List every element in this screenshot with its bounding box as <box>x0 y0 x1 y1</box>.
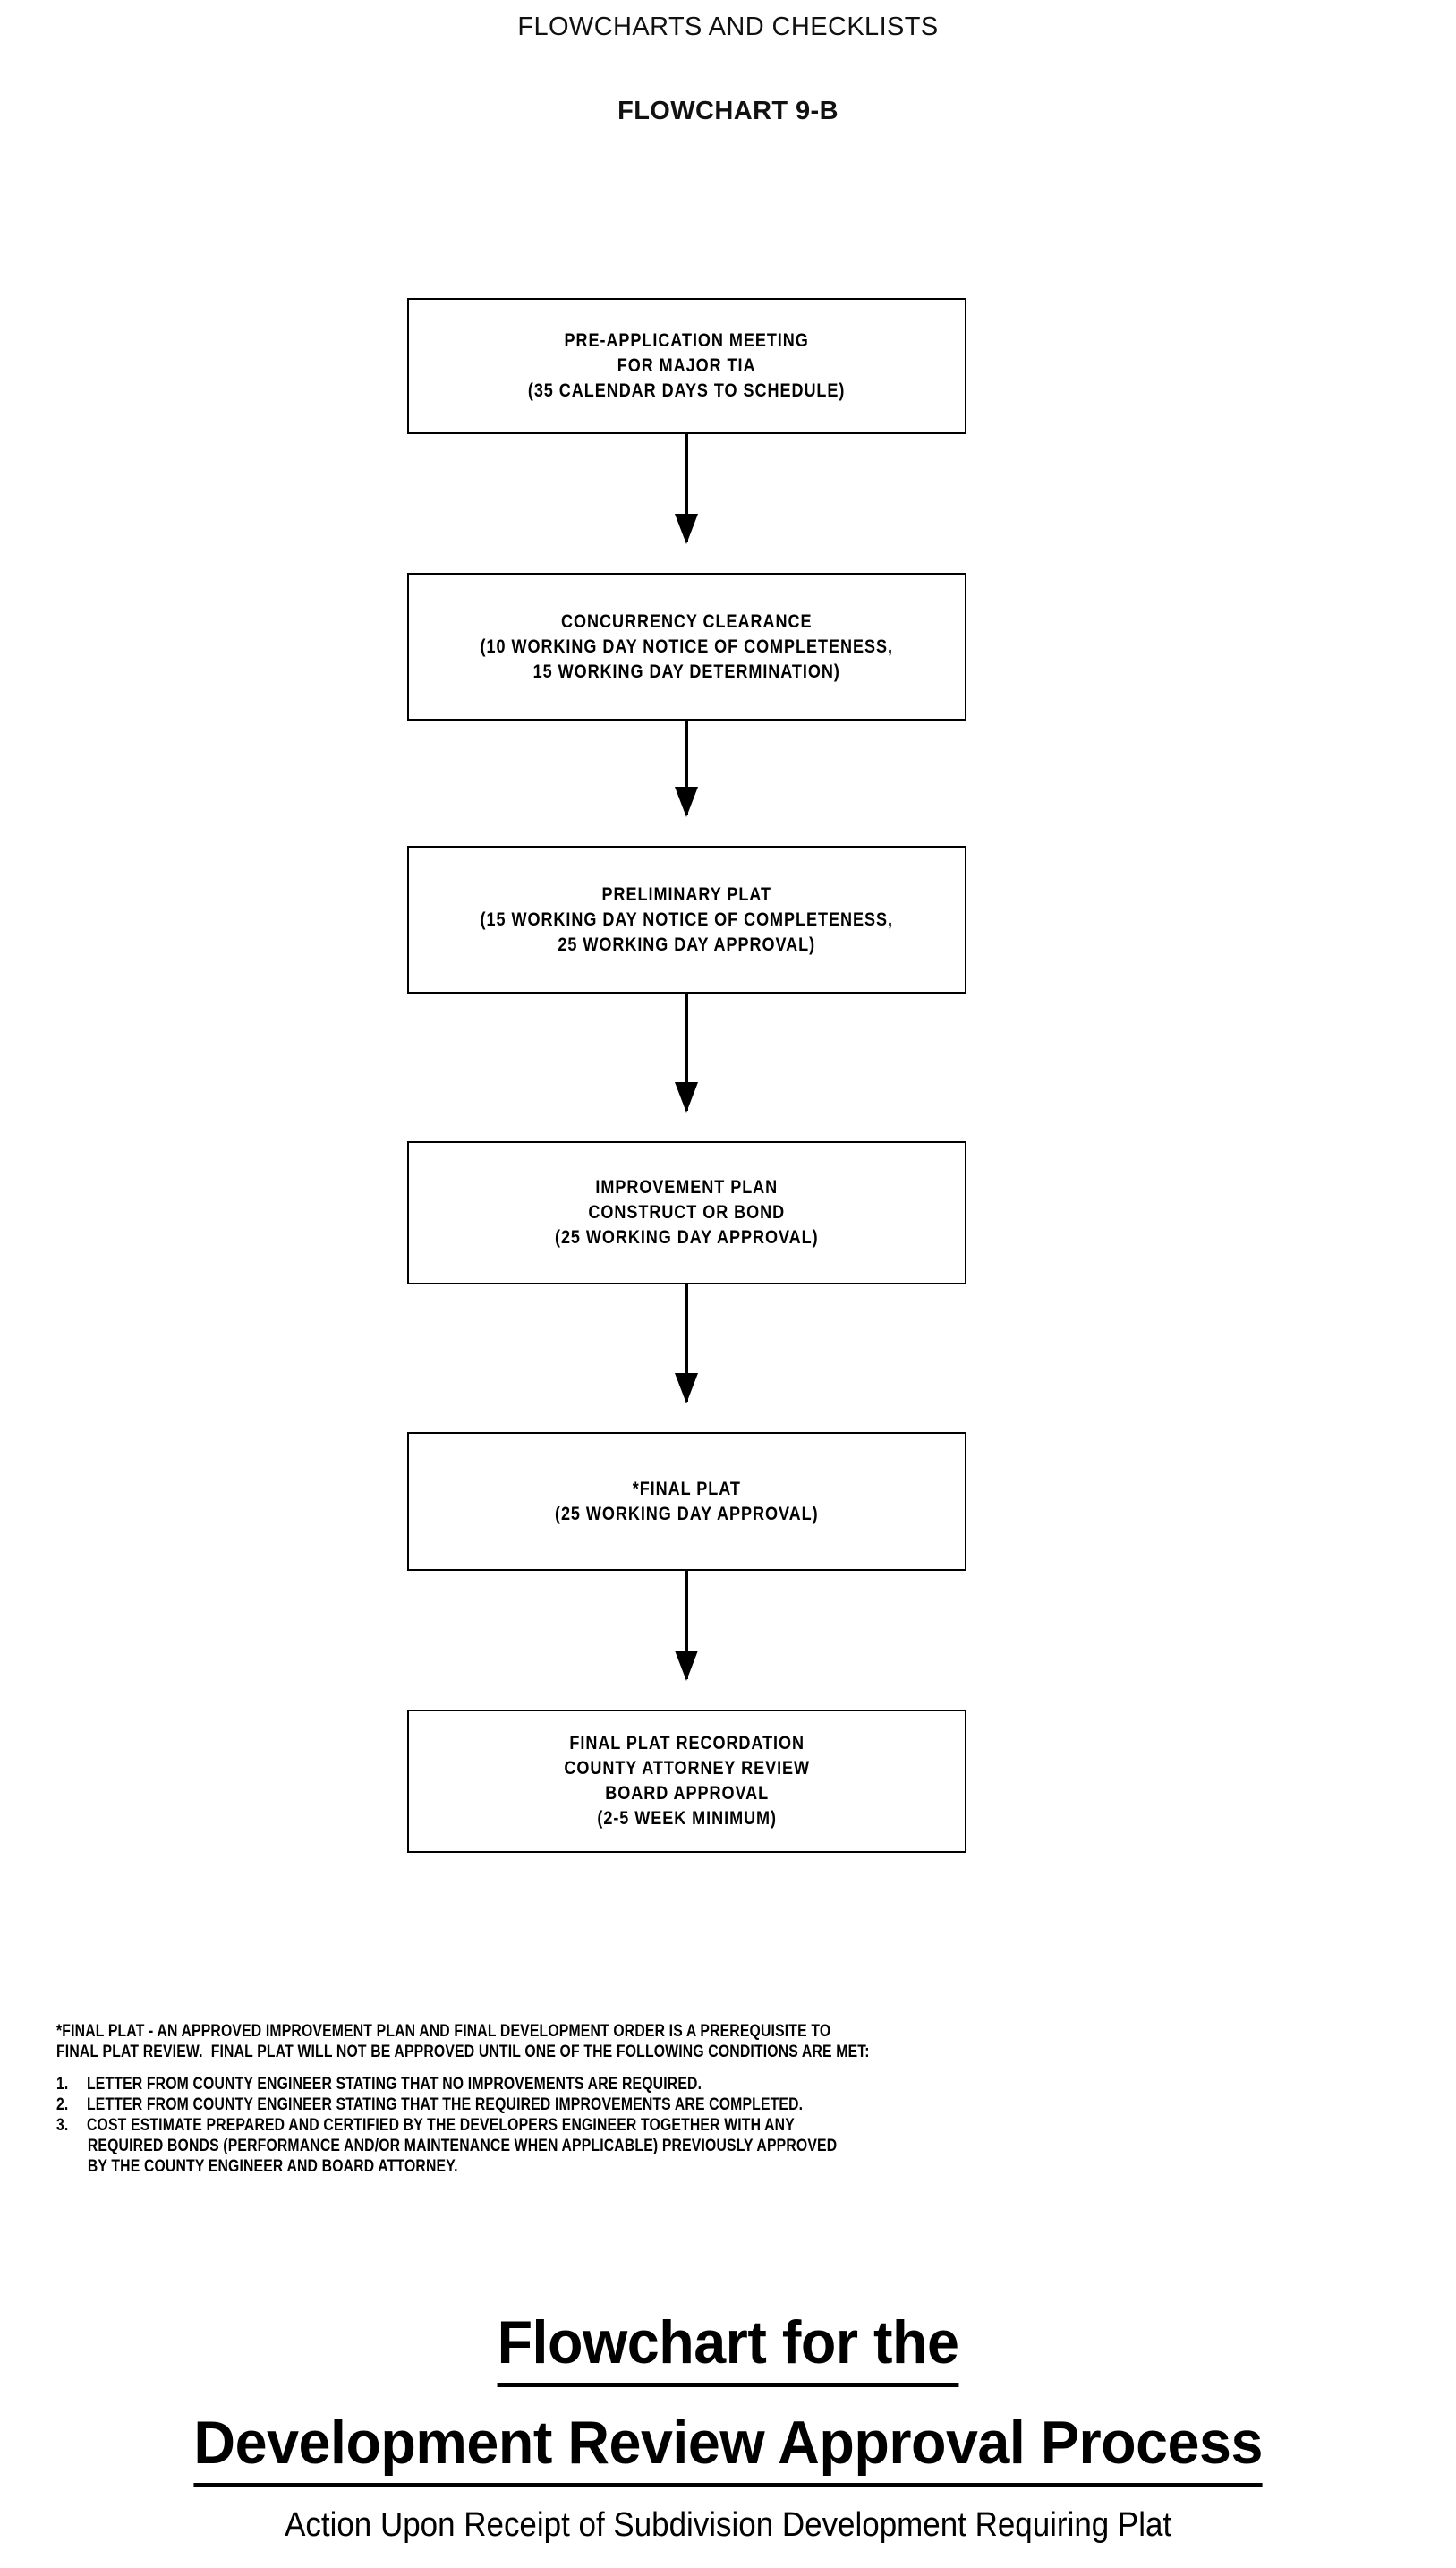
footnote-list-item: 3. COST ESTIMATE PREPARED AND CERTIFIED … <box>56 2115 1417 2136</box>
footnote-block: *FINAL PLAT - AN APPROVED IMPROVEMENT PL… <box>56 2021 1417 2177</box>
flow-connector-arrow-3 <box>675 994 698 1113</box>
flow-node-improvement-plan: IMPROVEMENT PLAN CONSTRUCT OR BOND (25 W… <box>407 1141 966 1284</box>
footnote-paragraph-line: FINAL PLAT REVIEW. FINAL PLAT WILL NOT B… <box>56 2043 870 2061</box>
footnote-item-number: 1. <box>56 2075 69 2094</box>
flowchart-number-title: FLOWCHART 9-B <box>617 97 839 125</box>
flow-node-label: *FINAL PLAT (25 WORKING DAY APPROVAL) <box>555 1478 819 1524</box>
flow-node-preliminary-plat: PRELIMINARY PLAT (15 WORKING DAY NOTICE … <box>407 846 966 994</box>
bottom-subtitle-text: Action Upon Receipt of Subdivision Devel… <box>284 2506 1172 2544</box>
bottom-title-line-2: Development Review Approval Process <box>0 2408 1456 2487</box>
footnote-item-text: LETTER FROM COUNTY ENGINEER STATING THAT… <box>87 2095 804 2114</box>
flow-connector-arrow-5 <box>675 1571 698 1681</box>
flow-connector-arrow-1 <box>675 434 698 544</box>
footnote-item-text: COST ESTIMATE PREPARED AND CERTIFIED BY … <box>87 2116 795 2135</box>
flow-node-label: FINAL PLAT RECORDATION COUNTY ATTORNEY R… <box>564 1733 810 1829</box>
bottom-title-line-1-text: Flowchart for the <box>497 2308 959 2387</box>
flow-node-label: CONCURRENCY CLEARANCE (10 WORKING DAY NO… <box>480 610 894 682</box>
footnote-item-continuation-line: REQUIRED BONDS (PERFORMANCE AND/OR MAINT… <box>87 2137 838 2155</box>
footnote-item-text: LETTER FROM COUNTY ENGINEER STATING THAT… <box>87 2075 702 2094</box>
document-header-title: FLOWCHARTS AND CHECKLISTS <box>517 13 939 41</box>
flow-node-pre-application-meeting: PRE-APPLICATION MEETING FOR MAJOR TIA (3… <box>407 298 966 434</box>
footnote-list-item: 2. LETTER FROM COUNTY ENGINEER STATING T… <box>56 2094 1417 2115</box>
flow-node-label: PRELIMINARY PLAT (15 WORKING DAY NOTICE … <box>480 883 894 955</box>
bottom-title-line-1: Flowchart for the <box>0 2308 1456 2387</box>
bottom-title-line-2-text: Development Review Approval Process <box>193 2408 1263 2487</box>
flow-node-final-plat: *FINAL PLAT (25 WORKING DAY APPROVAL) <box>407 1432 966 1571</box>
bottom-subtitle: Action Upon Receipt of Subdivision Devel… <box>0 2506 1456 2545</box>
footnote-item-number: 3. <box>56 2116 69 2135</box>
flow-connector-arrow-2 <box>675 721 698 817</box>
footnote-list-item: 1. LETTER FROM COUNTY ENGINEER STATING T… <box>56 2074 1417 2094</box>
flow-node-final-plat-recordation: FINAL PLAT RECORDATION COUNTY ATTORNEY R… <box>407 1710 966 1853</box>
flow-connector-arrow-4 <box>675 1284 698 1403</box>
footnote-item-continuation-line: BY THE COUNTY ENGINEER AND BOARD ATTORNE… <box>87 2157 458 2176</box>
flowchart-diagram: PRE-APPLICATION MEETING FOR MAJOR TIA (3… <box>407 298 966 1853</box>
flow-node-label: PRE-APPLICATION MEETING FOR MAJOR TIA (3… <box>528 330 846 401</box>
flow-node-concurrency-clearance: CONCURRENCY CLEARANCE (10 WORKING DAY NO… <box>407 573 966 721</box>
flow-node-label: IMPROVEMENT PLAN CONSTRUCT OR BOND (25 W… <box>555 1177 819 1248</box>
footnote-condition-list: 1. LETTER FROM COUNTY ENGINEER STATING T… <box>56 2074 1417 2136</box>
footnote-paragraph-line: *FINAL PLAT - AN APPROVED IMPROVEMENT PL… <box>56 2022 831 2041</box>
footnote-item-number: 2. <box>56 2095 69 2114</box>
